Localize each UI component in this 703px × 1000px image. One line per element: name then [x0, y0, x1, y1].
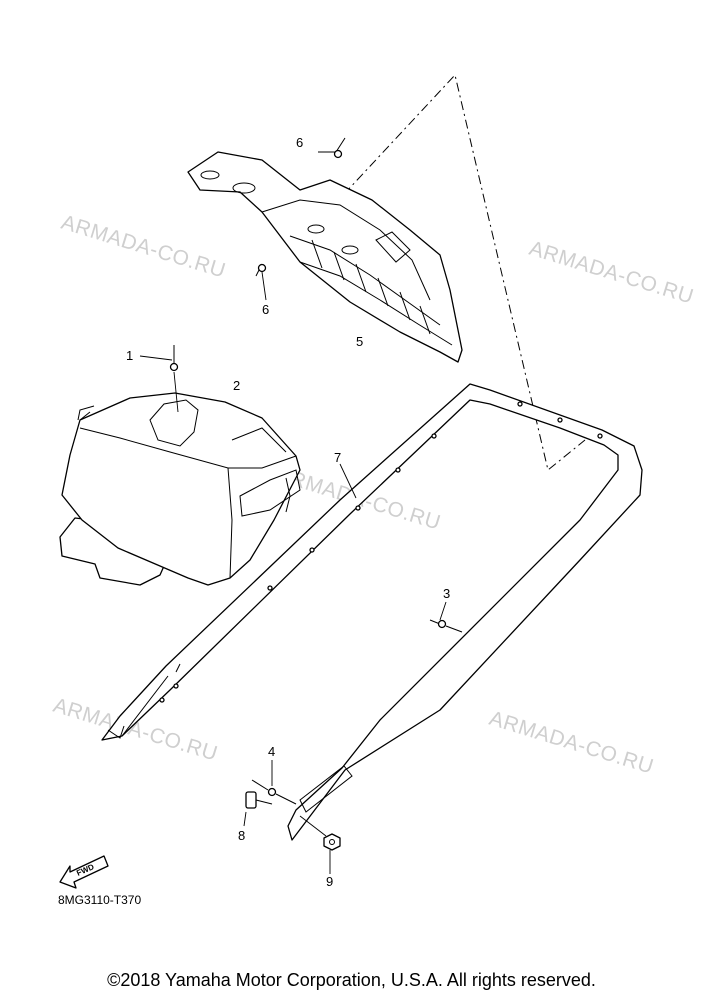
watermark: ARMADA-CO.RU [59, 211, 229, 283]
fastener-1 [139, 345, 179, 413]
fastener-6-lower [255, 263, 267, 301]
callout-8: 8 [238, 828, 245, 843]
diagram-code: 8MG3110-T370 [58, 893, 142, 907]
callout-3: 3 [443, 586, 450, 601]
fastener-4 [251, 760, 297, 805]
fastener-6-upper [318, 137, 346, 159]
assembly-line [304, 73, 586, 471]
bolt-8 [243, 791, 273, 827]
rail-frame-part [101, 383, 643, 841]
fwd-arrow-icon: FWD [59, 855, 109, 889]
watermark: ARMADA-CO.RU [487, 707, 657, 779]
rear-carrier-part [187, 151, 463, 363]
watermark: ARMADA-CO.RU [527, 237, 697, 309]
nut-9 [299, 815, 341, 874]
callout-9: 9 [326, 874, 333, 889]
callout-6: 6 [262, 302, 269, 317]
fastener-3 [429, 601, 463, 633]
callout-7: 7 [334, 450, 341, 465]
callout-4: 4 [268, 744, 275, 759]
callout-1: 1 [126, 348, 133, 363]
callout-5: 5 [356, 334, 363, 349]
callout-2: 2 [233, 378, 240, 393]
callout-6: 6 [296, 135, 303, 150]
copyright-notice: ©2018 Yamaha Motor Corporation, U.S.A. A… [107, 970, 596, 990]
storage-bag-part [59, 392, 301, 586]
